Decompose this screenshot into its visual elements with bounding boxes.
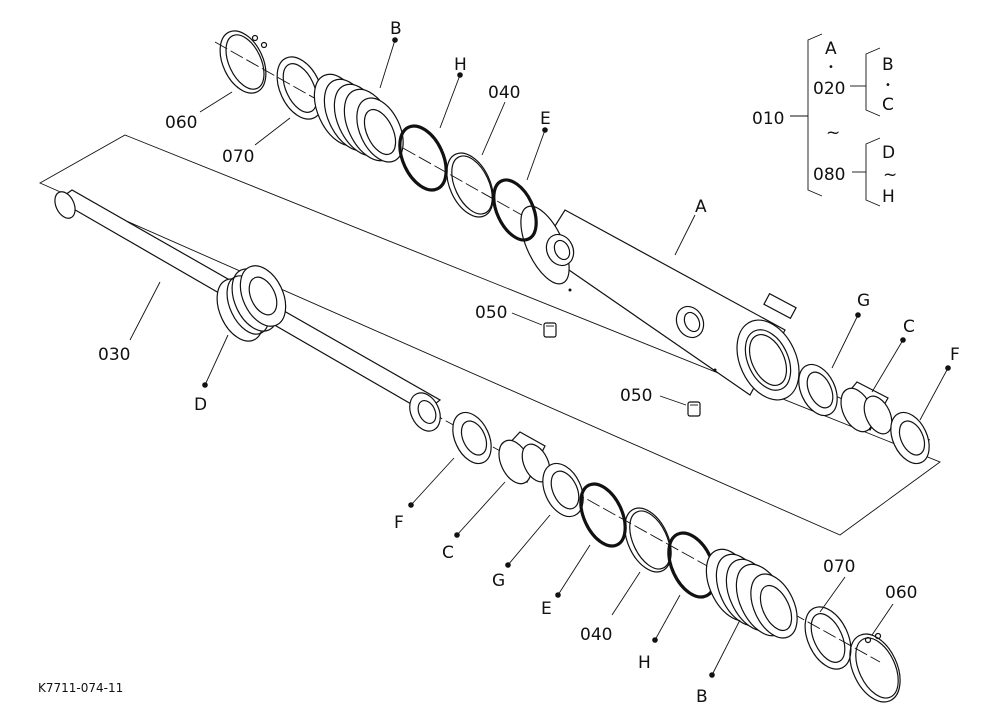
callout-G-right: G bbox=[857, 291, 870, 311]
bushing-C-right bbox=[840, 381, 893, 435]
callout-B-top: B bbox=[390, 19, 402, 39]
legend-010: 010 bbox=[752, 109, 784, 129]
callout-060-top: 060 bbox=[165, 113, 197, 133]
dust-seal-F-right bbox=[890, 411, 930, 465]
o-ring-E-top bbox=[492, 178, 538, 242]
diagram-code: K7711-074-11 bbox=[38, 681, 123, 695]
legend-020: 020 bbox=[813, 79, 845, 99]
legend-B: B bbox=[882, 55, 894, 75]
callout-G-bottom: G bbox=[492, 571, 505, 591]
backup-ring-040-bottom bbox=[624, 507, 672, 573]
dust-seal-F-bottom bbox=[452, 411, 492, 465]
callout-E-top: E bbox=[540, 109, 551, 129]
legend-B-dot: • bbox=[885, 80, 891, 91]
callout-C-right: C bbox=[903, 317, 915, 337]
callout-F-bottom: F bbox=[394, 513, 404, 533]
callout-050-a: 050 bbox=[475, 303, 507, 323]
callout-H-top: H bbox=[454, 55, 467, 75]
seal-G-right bbox=[798, 363, 838, 417]
kit-legend: 010 A • 020 ~ 080 B • C D ~ H bbox=[752, 33, 897, 207]
grease-fitting-050-b bbox=[687, 401, 701, 417]
assembly-plane-outline bbox=[38, 134, 941, 536]
callout-070-top: 070 bbox=[222, 147, 254, 167]
legend-D-tilde: ~ bbox=[883, 165, 897, 185]
o-ring-E-bottom bbox=[579, 482, 627, 548]
callout-050-b: 050 bbox=[620, 386, 652, 406]
backup-ring-070-bottom bbox=[804, 606, 852, 670]
callout-040-bottom: 040 bbox=[580, 625, 612, 645]
grease-fitting-050-a bbox=[543, 322, 557, 338]
backup-ring-040-top bbox=[446, 152, 494, 218]
callout-C-bottom: C bbox=[442, 543, 454, 563]
callout-030: 030 bbox=[98, 345, 130, 365]
callout-F-right: F bbox=[950, 345, 960, 365]
cylinder-tube-A bbox=[520, 205, 800, 401]
callout-D: D bbox=[194, 395, 207, 415]
callout-060-bottom: 060 bbox=[885, 583, 917, 603]
callout-B-bottom: B bbox=[696, 687, 708, 707]
legend-H: H bbox=[882, 187, 895, 207]
gland-B-bottom bbox=[705, 548, 798, 639]
gland-B-top bbox=[313, 73, 404, 163]
o-ring-H-top bbox=[398, 124, 448, 192]
snap-ring-060-top bbox=[219, 30, 268, 94]
legend-D: D bbox=[882, 143, 895, 163]
snap-ring-060-bottom bbox=[849, 632, 901, 703]
leader-dots bbox=[202, 37, 951, 678]
legend-080: 080 bbox=[813, 165, 845, 185]
callout-040-top: 040 bbox=[488, 83, 520, 103]
legend-A: A bbox=[825, 39, 837, 59]
legend-C: C bbox=[882, 95, 894, 115]
callout-070-bottom: 070 bbox=[823, 557, 855, 577]
callout-A: A bbox=[695, 197, 707, 217]
piston-D bbox=[216, 265, 287, 342]
bottom-axis-line bbox=[429, 411, 881, 663]
callout-H-bottom: H bbox=[638, 653, 651, 673]
callout-E-bottom: E bbox=[541, 599, 552, 619]
bushing-C-bottom bbox=[498, 431, 551, 485]
legend-A-dot: • bbox=[828, 62, 834, 73]
seal-G-bottom bbox=[542, 462, 584, 518]
legend-tilde: ~ bbox=[826, 123, 840, 143]
leader-lines bbox=[129, 39, 949, 676]
